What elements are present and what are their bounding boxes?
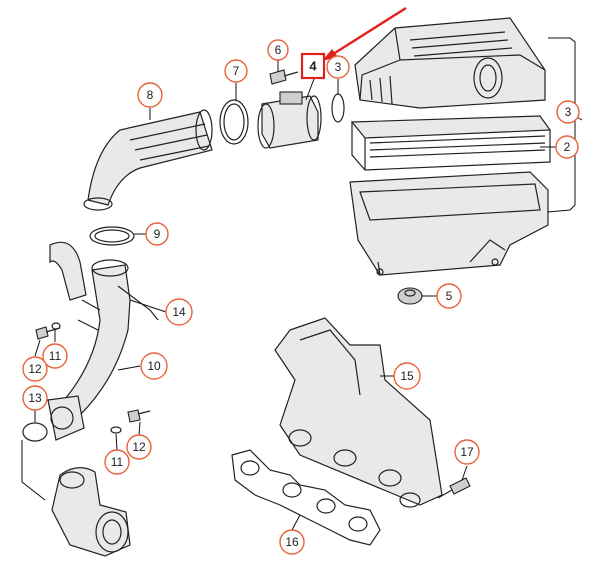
callout-8: 8 <box>137 82 163 108</box>
callout-12-left: 12 <box>22 356 48 382</box>
svg-text:9: 9 <box>154 227 161 241</box>
stud-17 <box>437 477 471 499</box>
callout-11-left: 11 <box>42 343 68 369</box>
callout-3-top: 3 <box>326 55 350 79</box>
callout-3-right: 3 <box>556 100 580 124</box>
callout-13: 13 <box>22 385 48 411</box>
callout-10: 10 <box>140 352 168 380</box>
svg-text:15: 15 <box>400 369 414 383</box>
svg-text:16: 16 <box>285 535 299 549</box>
svg-text:3: 3 <box>565 105 572 119</box>
intake-pipe <box>47 241 159 441</box>
air-filter-element <box>350 115 552 171</box>
svg-text:12: 12 <box>28 362 42 376</box>
callout-17: 17 <box>454 439 480 465</box>
intake-hose <box>83 109 213 211</box>
svg-text:2: 2 <box>564 140 571 154</box>
svg-text:14: 14 <box>172 305 186 319</box>
svg-text:8: 8 <box>147 88 154 102</box>
svg-text:11: 11 <box>49 349 62 363</box>
o-ring-3 <box>331 93 345 123</box>
svg-text:17: 17 <box>460 445 474 459</box>
leader-lines <box>34 60 583 531</box>
clamp-7 <box>219 99 249 145</box>
callout-5: 5 <box>436 283 462 309</box>
callout-6: 6 <box>267 39 289 61</box>
air-filter-housing-lower <box>349 171 549 276</box>
callout-14: 14 <box>165 298 193 326</box>
callout-12-right: 12 <box>126 434 152 460</box>
svg-text:3: 3 <box>335 60 342 74</box>
callout-2: 2 <box>555 135 579 159</box>
svg-text:4: 4 <box>309 59 317 74</box>
clamp-9 <box>89 226 135 246</box>
nut-5 <box>397 287 423 305</box>
callout-7: 7 <box>224 59 248 83</box>
svg-text:7: 7 <box>233 64 240 78</box>
callout-9: 9 <box>145 222 169 246</box>
manifold-gasket <box>231 449 381 546</box>
callout-4-highlighted: 4 <box>300 52 326 80</box>
o-ring-13 <box>22 422 48 442</box>
air-mass-meter <box>257 91 322 149</box>
svg-text:6: 6 <box>275 43 282 57</box>
svg-text:5: 5 <box>446 289 453 303</box>
svg-text:12: 12 <box>132 440 146 454</box>
callout-16: 16 <box>279 529 305 555</box>
callout-11-right: 11 <box>104 449 130 475</box>
svg-text:10: 10 <box>147 359 161 373</box>
housing-bracket <box>547 37 576 213</box>
air-filter-housing-upper <box>354 17 546 109</box>
callout-15: 15 <box>393 362 421 390</box>
exhaust-manifold <box>274 317 443 508</box>
washer-11 <box>51 322 122 434</box>
svg-text:13: 13 <box>28 391 42 405</box>
turbocharger <box>21 440 131 557</box>
bolt-12-right <box>127 409 151 423</box>
bolt-6 <box>269 69 299 85</box>
svg-text:11: 11 <box>111 455 124 469</box>
